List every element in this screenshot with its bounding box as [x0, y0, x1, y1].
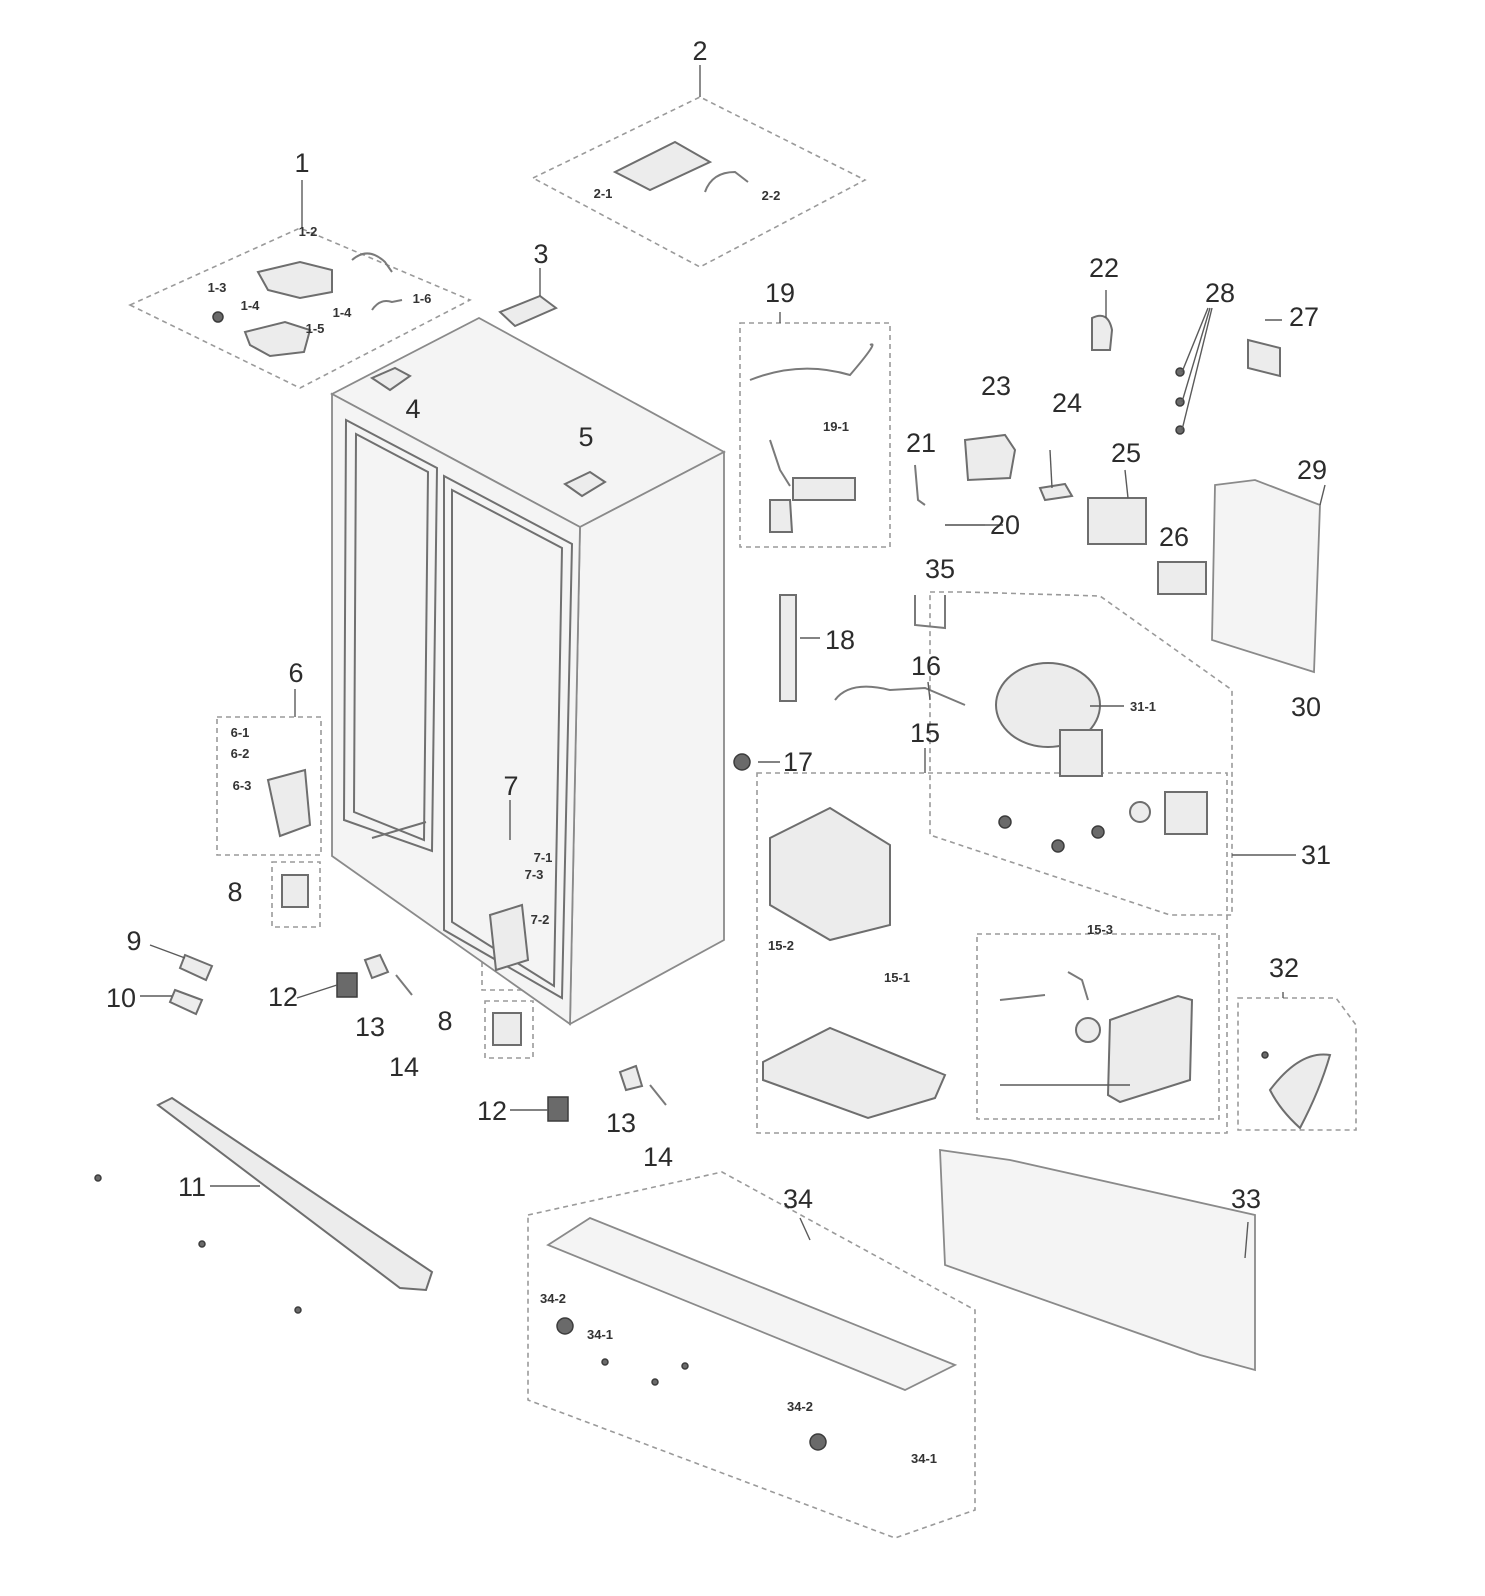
label-29: 29 [1297, 455, 1327, 485]
label-14-b: 14 [643, 1142, 673, 1172]
refrigerator-cabinet [330, 316, 726, 1026]
label-26: 26 [1159, 522, 1189, 552]
label-20: 20 [990, 510, 1020, 540]
sublabel-7-2: 7-2 [531, 912, 550, 927]
label-28: 28 [1205, 278, 1235, 308]
label-15: 15 [910, 718, 940, 748]
label-19: 19 [765, 278, 795, 308]
label-32: 32 [1269, 953, 1299, 983]
label-23: 23 [981, 371, 1011, 401]
label-6: 6 [288, 658, 303, 688]
sublabel-7-1: 7-1 [534, 850, 553, 865]
label-13-a: 13 [355, 1012, 385, 1042]
label-7: 7 [503, 771, 518, 801]
label-31: 31 [1301, 840, 1331, 870]
sublabel-2-1: 2-1 [594, 186, 613, 201]
label-8-b: 8 [437, 1006, 452, 1036]
leader-lines [140, 65, 1326, 1259]
label-1: 1 [294, 148, 309, 178]
label-30: 30 [1291, 692, 1321, 722]
label-2: 2 [692, 36, 707, 66]
label-9: 9 [126, 926, 141, 956]
label-5: 5 [578, 422, 593, 452]
sublabel-34-2-b: 34-2 [787, 1399, 813, 1414]
sublabel-1-3: 1-3 [208, 280, 227, 295]
sublabel-2-2: 2-2 [762, 188, 781, 203]
sublabel-1-5: 1-5 [306, 321, 325, 336]
label-16: 16 [911, 651, 941, 681]
sublabel-34-2-a: 34-2 [540, 1291, 566, 1306]
part-shapes [94, 140, 1332, 1451]
label-21: 21 [906, 428, 936, 458]
label-25: 25 [1111, 438, 1141, 468]
sublabel-6-1: 6-1 [231, 725, 250, 740]
sublabel-6-2: 6-2 [231, 746, 250, 761]
label-18: 18 [825, 625, 855, 655]
label-35: 35 [925, 554, 955, 584]
main-labels: 1 2 3 4 5 6 7 8 8 9 10 11 12 12 13 13 14… [106, 36, 1331, 1214]
label-14-a: 14 [389, 1052, 419, 1082]
label-13-b: 13 [606, 1108, 636, 1138]
sublabel-34-1-a: 34-1 [587, 1327, 613, 1342]
sublabel-7-3: 7-3 [525, 867, 544, 882]
sublabel-15-1: 15-1 [884, 970, 910, 985]
sub-labels: 1-2 1-3 1-4 1-4 1-5 1-6 2-1 2-2 6-1 6-2 … [208, 186, 1156, 1466]
sublabel-1-2: 1-2 [299, 224, 318, 239]
label-24: 24 [1052, 388, 1082, 418]
sublabel-19-1: 19-1 [823, 419, 849, 434]
sublabel-15-2: 15-2 [768, 938, 794, 953]
label-10: 10 [106, 983, 136, 1013]
label-34: 34 [783, 1184, 813, 1214]
label-12-a: 12 [268, 982, 298, 1012]
label-8-a: 8 [227, 877, 242, 907]
group-outlines [128, 96, 1357, 1539]
label-33: 33 [1231, 1184, 1261, 1214]
sublabel-1-6: 1-6 [413, 291, 432, 306]
label-3: 3 [533, 239, 548, 269]
sublabel-15-3: 15-3 [1087, 922, 1113, 937]
sublabel-6-3: 6-3 [233, 778, 252, 793]
sublabel-34-1-b: 34-1 [911, 1451, 937, 1466]
sublabel-1-4-b: 1-4 [333, 305, 353, 320]
label-27: 27 [1289, 302, 1319, 332]
sublabel-1-4-a: 1-4 [241, 298, 261, 313]
label-4: 4 [405, 394, 420, 424]
label-11: 11 [178, 1172, 206, 1202]
sublabel-31-1: 31-1 [1130, 699, 1156, 714]
label-22: 22 [1089, 253, 1119, 283]
label-17: 17 [783, 747, 813, 777]
label-12-b: 12 [477, 1096, 507, 1126]
